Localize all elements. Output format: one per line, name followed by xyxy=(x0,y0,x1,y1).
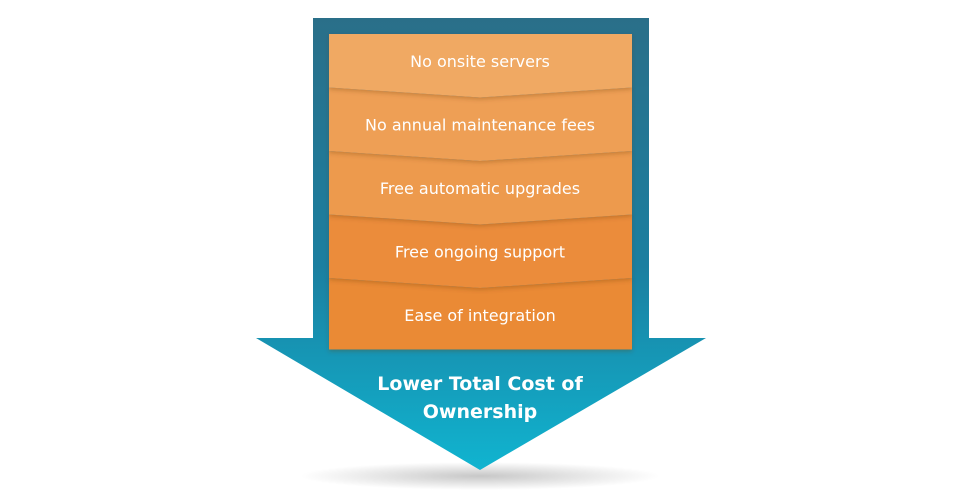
result-title-line1: Lower Total Cost of xyxy=(377,373,583,395)
step-label: Ease of integration xyxy=(404,306,556,325)
step-label: No onsite servers xyxy=(410,52,550,71)
step-label: No annual maintenance fees xyxy=(365,115,595,134)
step-chevron xyxy=(329,87,632,161)
step-chevron xyxy=(329,214,632,288)
result-title-line2: Ownership xyxy=(423,401,537,423)
step-chevron xyxy=(329,151,632,225)
arrow-shadow xyxy=(300,462,660,490)
step-chevron xyxy=(329,278,632,350)
step-label: Free automatic upgrades xyxy=(380,179,580,198)
step-label: Free ongoing support xyxy=(395,242,565,261)
step-chevron xyxy=(329,34,632,98)
steps-stack: Ease of integration Free ongoing support F… xyxy=(329,34,632,350)
